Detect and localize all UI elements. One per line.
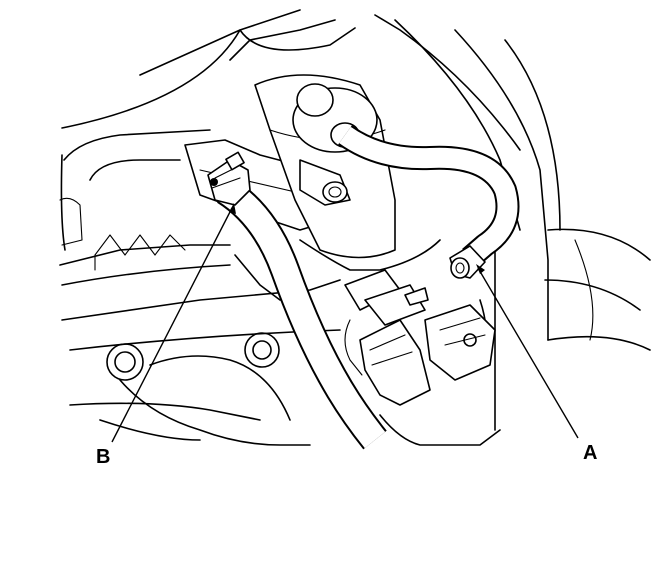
hose-clamp-b	[207, 151, 251, 206]
callout-label-a: A	[583, 442, 598, 464]
hose-b	[216, 177, 387, 450]
bolt-holes	[106, 332, 280, 381]
electrical-connectors	[344, 269, 496, 406]
leader-line-a	[477, 267, 579, 439]
hose-fitting-a	[449, 245, 486, 279]
leader-arrow-a	[476, 264, 485, 274]
leader-lines	[111, 203, 579, 443]
hose-a	[338, 125, 520, 268]
leader-line-b	[111, 207, 233, 443]
callout-label-b: B	[96, 446, 111, 468]
leader-arrow-b	[229, 203, 236, 214]
engine-background	[59, 9, 651, 446]
